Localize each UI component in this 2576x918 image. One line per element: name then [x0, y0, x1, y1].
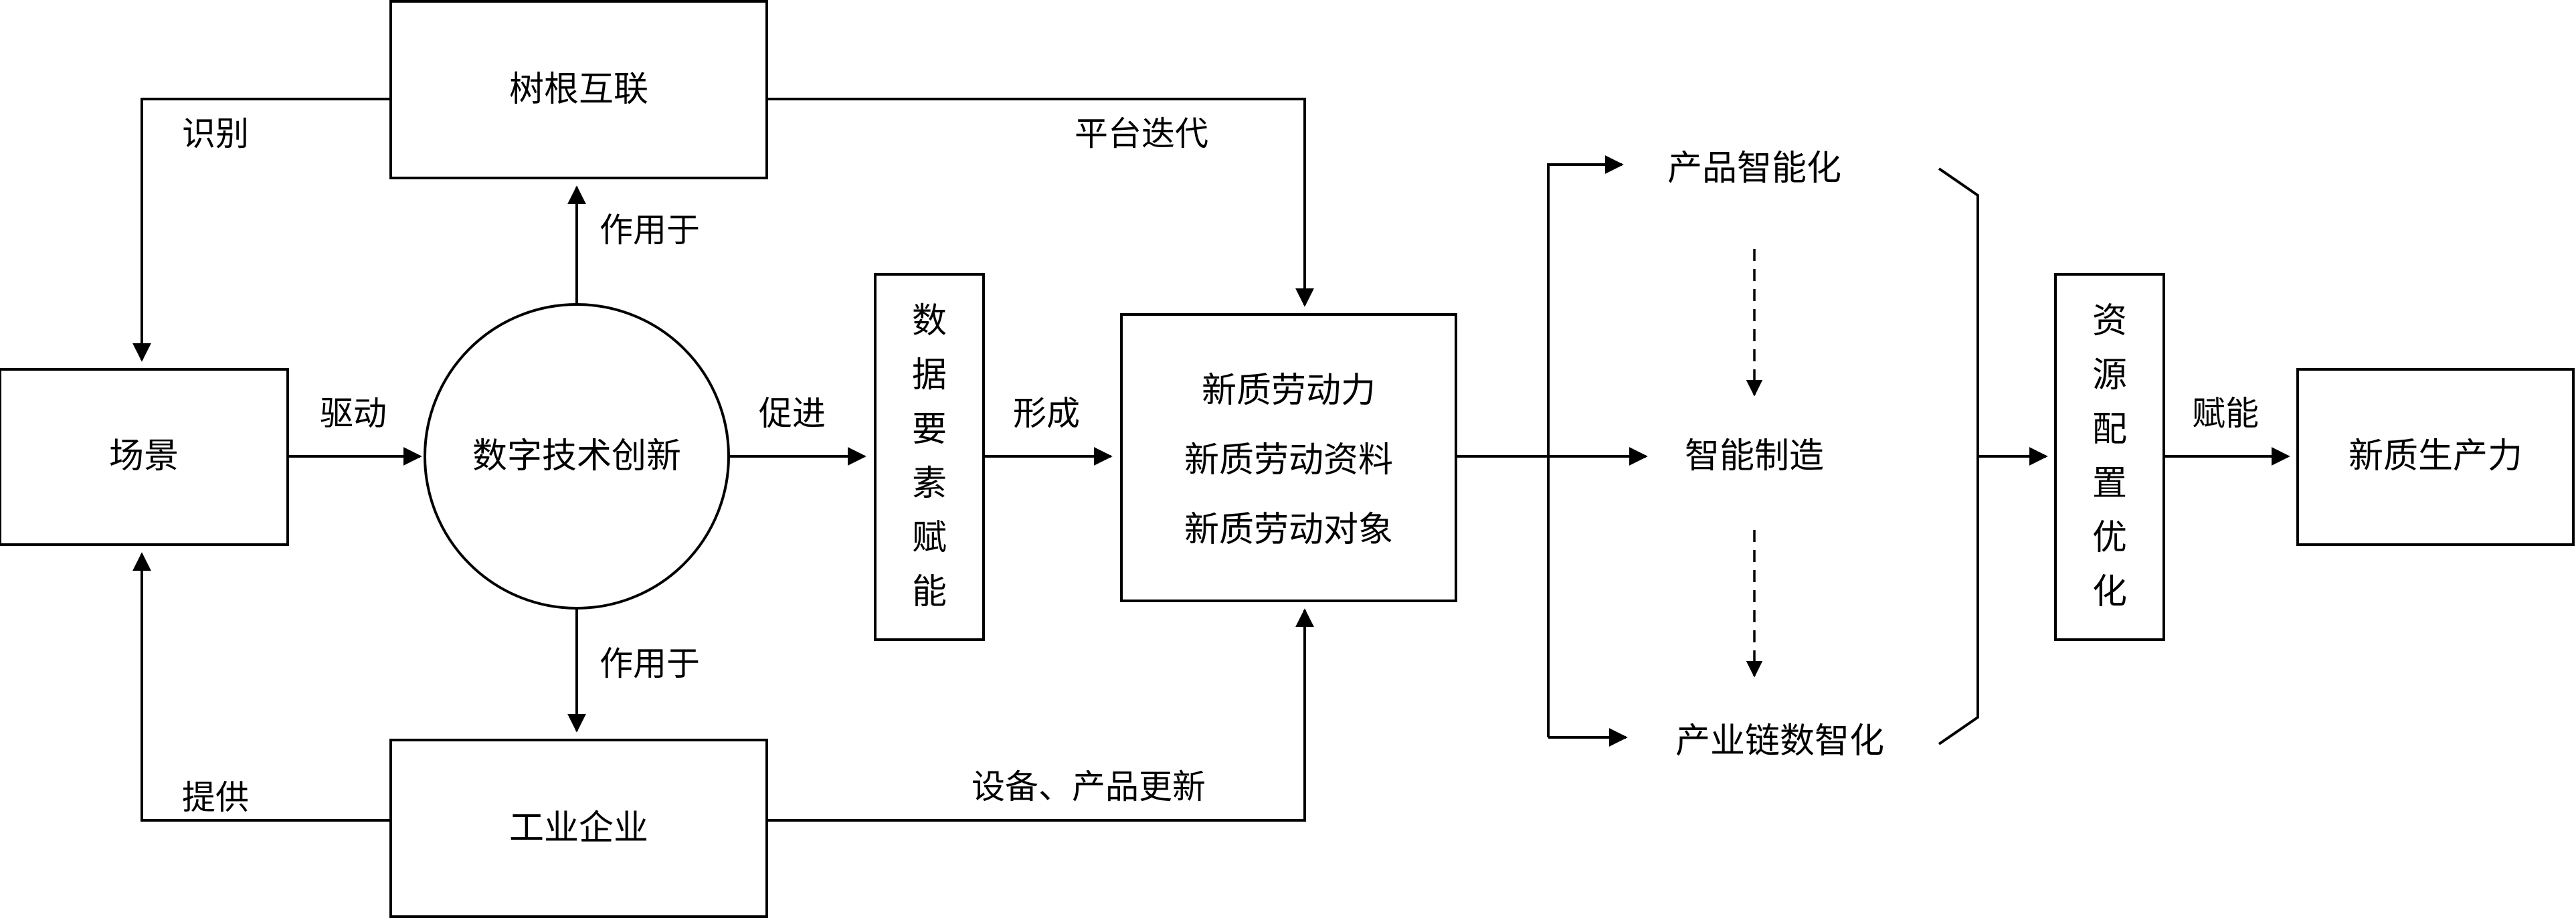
digital-innovation-label: 数字技术创新 [472, 436, 681, 476]
data-empowerment-char: 数 [912, 301, 947, 341]
identify-label: 识别 [182, 114, 249, 153]
identify-arrow [132, 98, 391, 362]
scene-label: 场景 [109, 436, 179, 476]
resource-allocation-char: 源 [2092, 355, 2127, 395]
resource-allocation-char: 资 [2092, 301, 2127, 341]
new-quality-line: 新质劳动资料 [1184, 440, 1393, 480]
data-empowerment-char: 要 [912, 409, 947, 450]
form-label: 形成 [1013, 394, 1080, 433]
product-intelligent-label: 产品智能化 [1667, 149, 1841, 189]
smart-manufacturing-label: 智能制造 [1685, 436, 1824, 476]
provide-arrow [132, 552, 391, 822]
new-productivity-label: 新质生产力 [2349, 436, 2522, 476]
industry-chain-digital-label: 产业链数智化 [1675, 721, 1884, 761]
empower-label: 赋能 [2192, 394, 2259, 433]
equipment-update-label: 设备、产品更新 [972, 767, 1206, 806]
new-quality-line: 新质劳动力 [1202, 371, 1376, 411]
drive-label: 驱动 [320, 394, 387, 433]
tree-root-label: 树根互联 [509, 70, 648, 110]
industrial-enterprise-box [389, 739, 768, 918]
resource-allocation-char: 置 [2092, 464, 2127, 504]
left-bracket [1547, 163, 1622, 737]
resource-allocation-char: 优 [2092, 518, 2127, 558]
data-empowerment-char: 素 [912, 464, 947, 504]
promote-label: 促进 [759, 394, 826, 433]
new-quality-line: 新质劳动对象 [1184, 510, 1393, 550]
data-empowerment-char: 能 [912, 572, 947, 612]
industrial-enterprise-label: 工业企业 [509, 808, 648, 848]
tree-root-box [389, 0, 768, 179]
equipment-update-arrow [767, 608, 1314, 822]
platform-iteration-label: 平台迭代 [1075, 114, 1208, 153]
resource-allocation-char: 配 [2092, 409, 2127, 450]
platform-iteration-arrow [767, 98, 1314, 307]
data-empowerment-char: 据 [912, 355, 947, 395]
provide-label: 提供 [182, 778, 249, 817]
resource-allocation-char: 化 [2092, 572, 2127, 612]
new-productivity-box [2296, 368, 2575, 546]
right-bracket [1938, 167, 1979, 745]
act-on-top-label: 作用于 [600, 211, 700, 250]
act-on-bottom-label: 作用于 [600, 644, 700, 683]
data-empowerment-char: 赋 [912, 518, 947, 558]
